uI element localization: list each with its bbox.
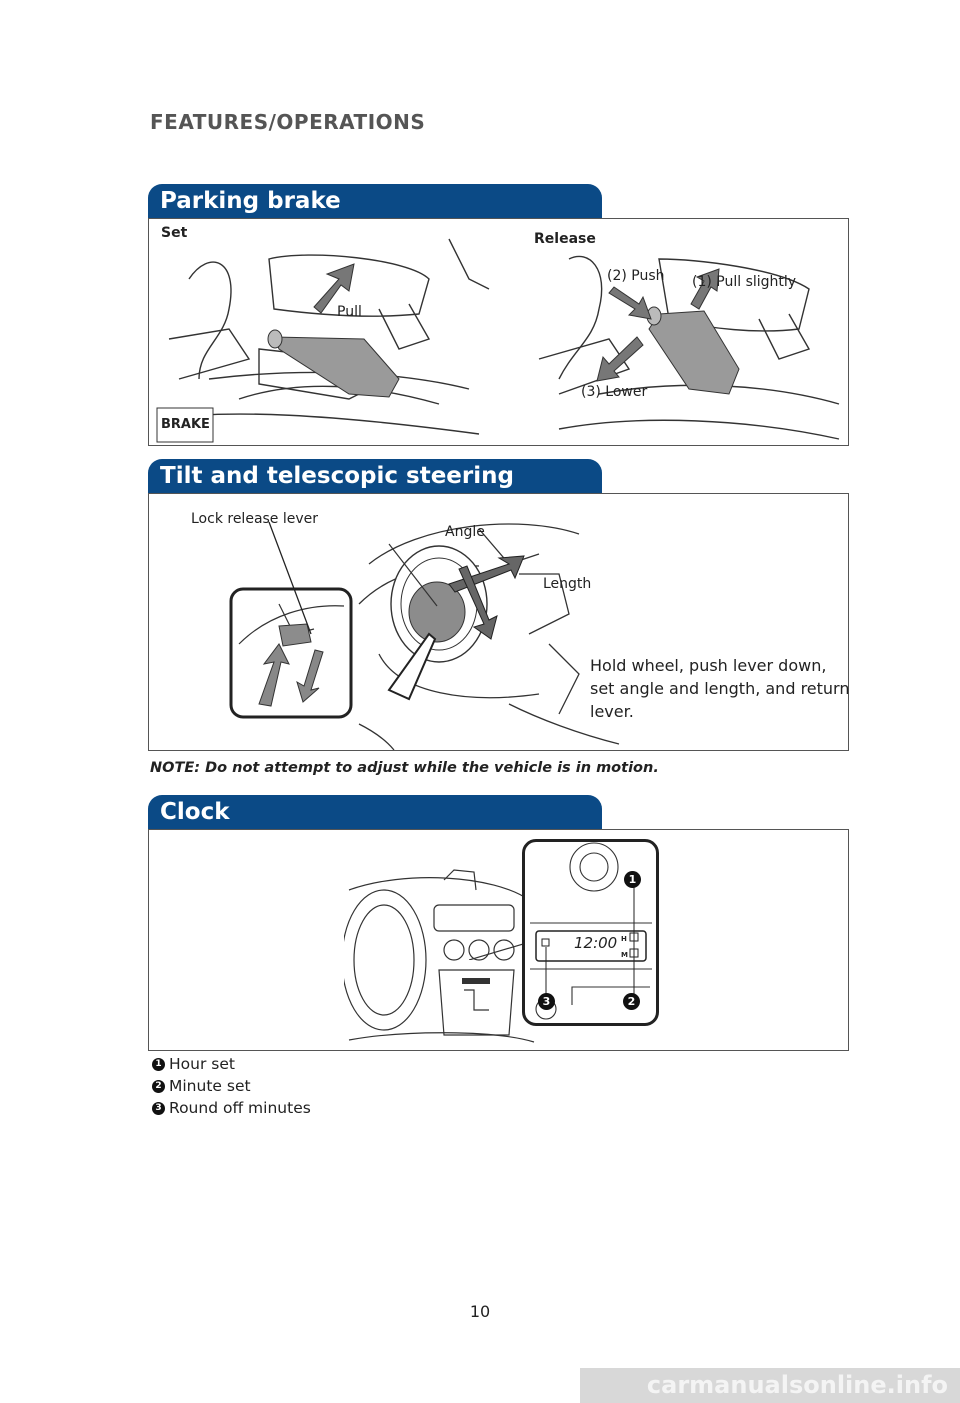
- clock-zoom-art: [530, 842, 652, 1020]
- release-label: Release: [534, 231, 596, 247]
- clock-m-label: M: [621, 951, 628, 959]
- pull-slightly-label: (1) Pull slightly: [692, 274, 797, 290]
- steering-wheel-title: Tilt and telescopic steering wheel: [148, 459, 602, 523]
- set-label: Set: [161, 225, 188, 241]
- steering-instruction: Hold wheel, push lever down, set angle a…: [590, 656, 850, 721]
- page-number: 10: [469, 1302, 491, 1321]
- steering-wheel-illustration: [229, 523, 620, 750]
- steering-wheel-figure: Lock release lever Angle Length: [148, 493, 849, 751]
- callout-1: 1: [624, 871, 641, 888]
- dashboard-illustration: [344, 869, 535, 1043]
- clock-figure: 12:00 H M 1 2 3: [148, 829, 849, 1051]
- callout-3: 3: [538, 993, 555, 1010]
- clock-display: 12:00: [574, 934, 618, 952]
- lower-label: (3) Lower: [581, 384, 648, 400]
- clock-title: Clock: [148, 795, 602, 829]
- length-label: Length: [543, 576, 592, 592]
- push-label: (2) Push: [607, 268, 665, 284]
- lock-release-label: Lock release lever: [191, 511, 319, 527]
- section-header: FEATURES/OPERATIONS: [150, 110, 426, 134]
- angle-label: Angle: [445, 524, 485, 540]
- clock-h-label: H: [621, 935, 627, 943]
- parking-brake-title: Parking brake: [148, 184, 602, 218]
- lock-release-pointer: [268, 521, 312, 635]
- motion-note: NOTE: Do not attempt to adjust while the…: [150, 760, 659, 776]
- parking-brake-set-illustration: [156, 238, 490, 443]
- pull-label: Pull: [337, 304, 362, 320]
- callout-2: 2: [623, 993, 640, 1010]
- parking-brake-release-illustration: [538, 255, 840, 440]
- parking-brake-figure: Set Pull BRAKE Release (2) Push (1) Pull…: [148, 218, 849, 446]
- watermark: carmanualsonline.info: [580, 1368, 960, 1403]
- brake-badge: BRAKE: [161, 417, 210, 432]
